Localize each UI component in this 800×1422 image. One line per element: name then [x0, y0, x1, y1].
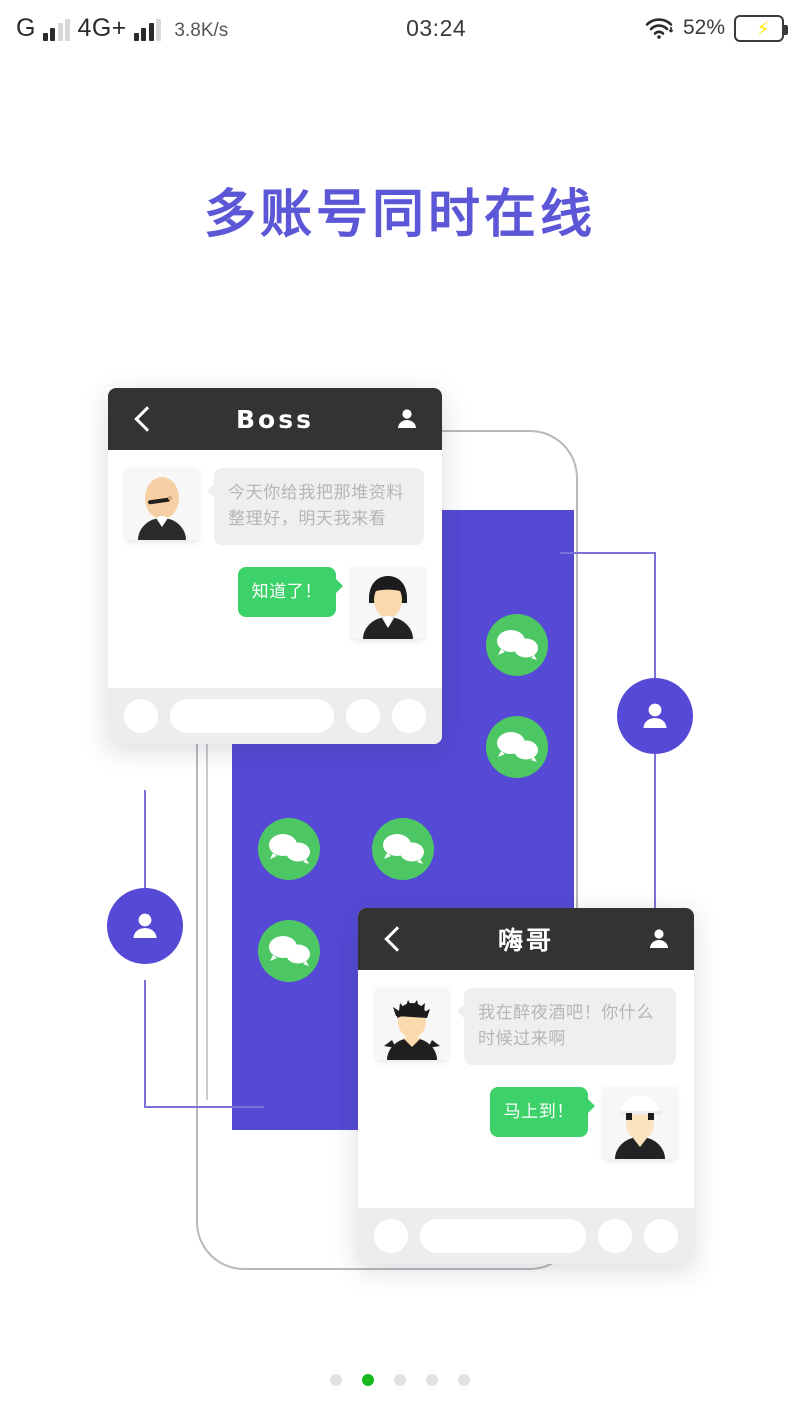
- status-bar: G 4G+ 3.8K/s 03:24 52% ⚡: [0, 0, 800, 56]
- back-chevron-icon[interactable]: [130, 406, 156, 432]
- network-speed-label: 3.8K/s: [174, 19, 229, 41]
- connector-line: [206, 700, 208, 1100]
- emoji-button[interactable]: [598, 1219, 632, 1253]
- chat-text-input[interactable]: [420, 1219, 586, 1253]
- chat-title: Boss: [236, 404, 314, 434]
- voice-button[interactable]: [374, 1219, 408, 1253]
- connector-line: [654, 552, 656, 678]
- wechat-icon: [258, 920, 320, 982]
- friend-avatar: [376, 988, 448, 1060]
- more-button[interactable]: [644, 1219, 678, 1253]
- account-node-right[interactable]: [617, 678, 693, 754]
- clock-label: 03:24: [406, 14, 467, 41]
- status-bar-right: 52% ⚡: [644, 14, 788, 42]
- message-bubble-incoming: 我在醉夜酒吧！你什么时候过来啊: [457, 988, 676, 1065]
- carrier-g-label: G: [16, 13, 36, 42]
- chat-input-bar[interactable]: [108, 688, 442, 744]
- illustration-stage: Boss: [0, 370, 800, 1320]
- chat-header: Boss: [108, 388, 442, 450]
- wechat-icon: [372, 818, 434, 880]
- wifi-icon: [644, 16, 674, 40]
- battery-charging-icon: ⚡: [734, 14, 788, 42]
- self-avatar: [352, 566, 424, 639]
- signal-bars-icon: [42, 18, 71, 41]
- emoji-button[interactable]: [346, 699, 380, 733]
- pager-dot-active[interactable]: [362, 1374, 374, 1386]
- voice-button[interactable]: [124, 699, 158, 733]
- connector-line: [654, 754, 656, 934]
- pager-dot[interactable]: [458, 1374, 470, 1386]
- account-person-icon: [643, 703, 667, 728]
- pager-dot[interactable]: [426, 1374, 438, 1386]
- connector-line: [144, 790, 146, 920]
- back-chevron-icon[interactable]: [380, 926, 406, 952]
- chat-title: 嗨哥: [497, 926, 554, 955]
- wechat-icon: [258, 818, 320, 880]
- pager-dot[interactable]: [394, 1374, 406, 1386]
- status-bar-left: G 4G+ 3.8K/s: [16, 13, 229, 42]
- network-type-label: 4G+: [77, 13, 127, 42]
- message-bubble-outgoing: 知道了！: [237, 566, 344, 618]
- message-row-outgoing: 马上到！: [376, 1086, 676, 1159]
- message-row-outgoing: 知道了！: [126, 566, 424, 639]
- chat-messages: 我在醉夜酒吧！你什么时候过来啊 马上到！: [358, 970, 694, 1208]
- pager-dot[interactable]: [330, 1374, 342, 1386]
- chat-messages: 今天你给我把那堆资料整理好，明天我来看 知道了！: [108, 450, 442, 688]
- chat-header: 嗨哥: [358, 908, 694, 970]
- contact-person-icon[interactable]: [646, 926, 672, 952]
- connector-line: [144, 980, 146, 1108]
- signal-bars-icon-2: [133, 18, 162, 41]
- page-indicator: [0, 1374, 800, 1386]
- page-title: 多账号同时在线: [203, 185, 596, 245]
- battery-percent-label: 52%: [682, 16, 725, 39]
- message-row-incoming: 今天你给我把那堆资料整理好，明天我来看: [126, 468, 424, 545]
- chat-text-input[interactable]: [170, 699, 334, 733]
- account-person-icon: [133, 913, 157, 938]
- chat-card-boss[interactable]: Boss: [108, 388, 442, 744]
- chat-card-haige[interactable]: 嗨哥: [358, 908, 694, 1264]
- connector-line: [144, 1106, 264, 1108]
- boss-avatar: [126, 468, 198, 540]
- message-bubble-incoming: 今天你给我把那堆资料整理好，明天我来看: [207, 468, 424, 545]
- connector-line: [560, 552, 656, 554]
- account-node-left[interactable]: [107, 888, 183, 964]
- wechat-icon: [486, 716, 548, 778]
- more-button[interactable]: [392, 699, 426, 733]
- contact-person-icon[interactable]: [394, 406, 420, 432]
- status-bar-center: 03:24: [228, 15, 644, 42]
- chat-input-bar[interactable]: [358, 1208, 694, 1264]
- wechat-icon: [486, 614, 548, 676]
- self-avatar-cap: [604, 1086, 676, 1159]
- message-bubble-outgoing: 马上到！: [489, 1086, 596, 1138]
- message-row-incoming: 我在醉夜酒吧！你什么时候过来啊: [376, 988, 676, 1065]
